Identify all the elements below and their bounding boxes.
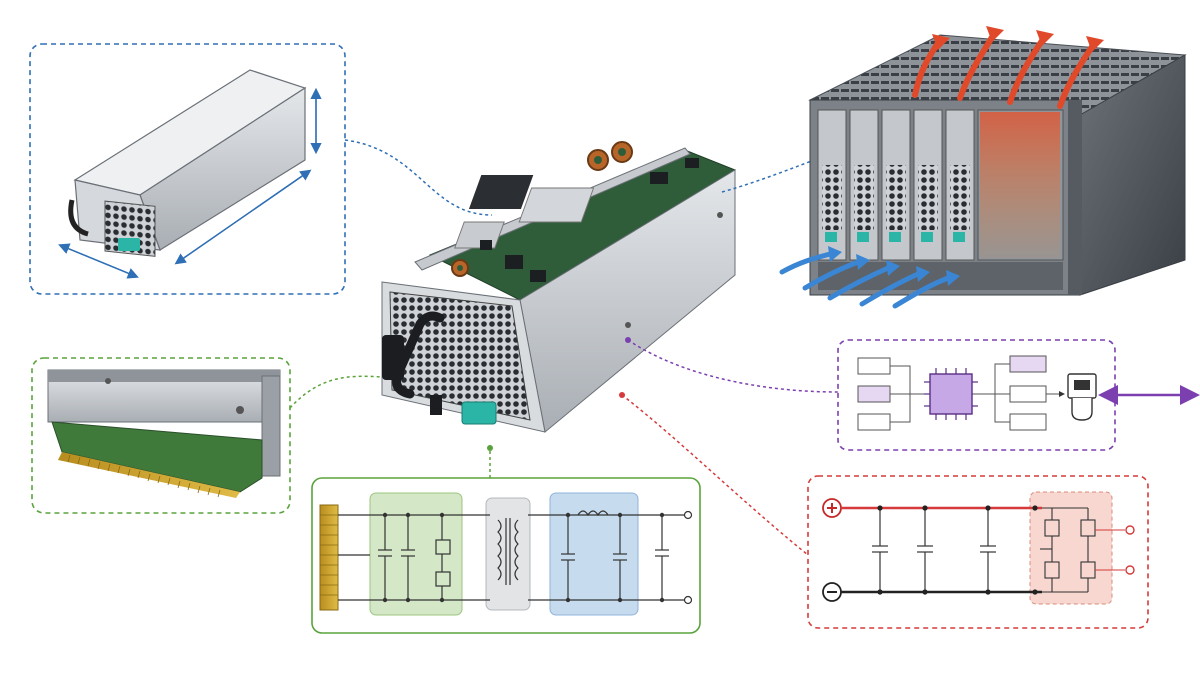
minus-terminal-icon bbox=[822, 582, 842, 602]
power-stage-schematic bbox=[311, 477, 701, 634]
gold-fingers bbox=[58, 452, 240, 498]
psu-release-latch bbox=[461, 401, 497, 425]
callout-line-edge-connector bbox=[289, 375, 383, 409]
rack-chassis bbox=[779, 26, 1187, 309]
h-bridge bbox=[1040, 507, 1125, 593]
callout-line-dc-bus bbox=[621, 394, 809, 556]
psu-bays bbox=[817, 109, 1064, 261]
dc-bus-inverter-schematic bbox=[807, 475, 1149, 629]
ethernet-port-icon bbox=[1067, 373, 1097, 421]
edge-connector-symbol bbox=[319, 504, 339, 611]
latch-tab bbox=[118, 238, 140, 251]
cool-air-in-arrows bbox=[779, 251, 951, 309]
edge-connector-callout bbox=[31, 357, 291, 514]
callout-line-dimensions bbox=[344, 139, 493, 216]
dimension-arrows bbox=[58, 87, 322, 279]
control-block-diagram bbox=[837, 339, 1116, 451]
callout-line-control bbox=[627, 339, 839, 393]
dimensions-callout bbox=[29, 43, 346, 295]
psu-handle bbox=[392, 311, 445, 399]
center-psu-module bbox=[381, 141, 737, 433]
plus-terminal-icon bbox=[822, 498, 842, 518]
controller-chip bbox=[924, 368, 978, 420]
psu-outline bbox=[68, 69, 307, 257]
